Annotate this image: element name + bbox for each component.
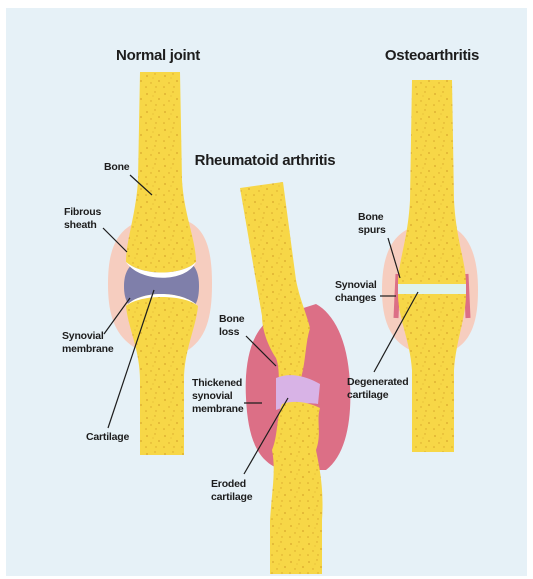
normal-label-synovial-membrane-1: Synovial	[62, 330, 104, 342]
rheumatoid-label-bone-loss-1: Bone	[219, 313, 245, 325]
osteo-label-degenerated-1: Degenerated	[347, 376, 408, 388]
rheumatoid-label-eroded-2: cartilage	[211, 491, 253, 503]
rheumatoid-label-thickened-3: membrane	[192, 403, 244, 415]
osteo-label-bone-spurs-1: Bone	[358, 211, 384, 223]
degenerated-cartilage	[398, 284, 466, 294]
normal-joint-title: Normal joint	[116, 47, 200, 64]
rheumatoid-label-bone-loss-2: loss	[219, 326, 240, 338]
normal-label-fibrous-sheath-2: sheath	[64, 219, 97, 231]
rheumatoid-label-eroded-1: Eroded	[211, 478, 246, 490]
normal-label-synovial-membrane-2: membrane	[62, 343, 114, 355]
normal-label-cartilage: Cartilage	[86, 431, 129, 443]
rheumatoid-title: Rheumatoid arthritis	[195, 152, 336, 169]
rheumatoid-label-thickened-1: Thickened	[192, 377, 242, 389]
osteo-label-synovial-changes-2: changes	[335, 292, 377, 304]
osteo-label-bone-spurs-2: spurs	[358, 224, 386, 236]
rheumatoid-lower-bone	[270, 402, 323, 574]
normal-label-fibrous-sheath-1: Fibrous	[64, 206, 101, 218]
normal-label-bone: Bone	[104, 161, 130, 173]
osteoarthritis-title: Osteoarthritis	[385, 47, 479, 64]
osteo-label-degenerated-2: cartilage	[347, 389, 389, 401]
osteo-label-synovial-changes-1: Synovial	[335, 279, 377, 291]
rheumatoid-label-thickened-2: synovial	[192, 390, 233, 402]
